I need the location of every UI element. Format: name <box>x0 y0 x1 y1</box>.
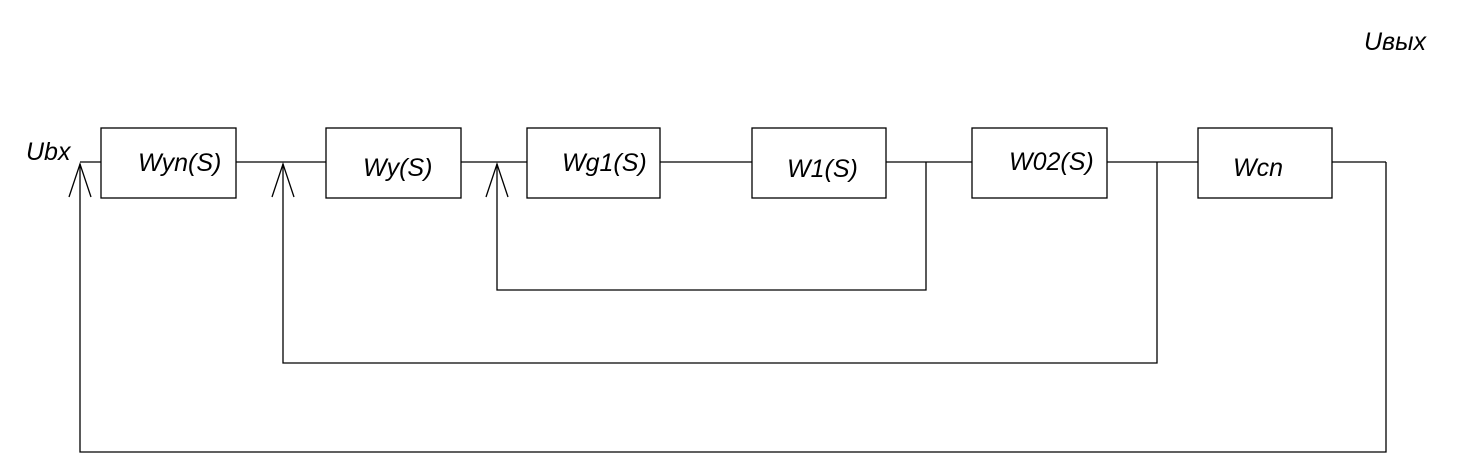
arrow-up-icon <box>68 161 92 198</box>
block-w02: W02(S) <box>971 127 1108 199</box>
block-box <box>751 127 887 199</box>
block-label: Wyn(S) <box>138 149 221 177</box>
block-label: Wy(S) <box>363 154 432 182</box>
block-wy: Wy(S) <box>325 127 462 199</box>
inner-feedback-loop <box>496 162 927 291</box>
arrow-up-icon <box>271 161 295 198</box>
arrow-up-icon <box>485 161 509 198</box>
block-wcn: Wcn <box>1197 127 1333 199</box>
block-box <box>325 127 462 199</box>
block-wg1: Wg1(S) <box>526 127 661 199</box>
block-label: W02(S) <box>1009 148 1094 176</box>
block-label: W1(S) <box>787 155 858 183</box>
block-box <box>100 127 237 199</box>
block-box <box>526 127 661 199</box>
outer-feedback-loop <box>79 162 1387 453</box>
input-signal-label: Ubx <box>26 138 72 166</box>
block-box <box>971 127 1108 199</box>
block-w1: W1(S) <box>751 127 887 199</box>
middle-feedback-loop <box>282 162 1158 364</box>
block-label: Wcn <box>1233 154 1283 182</box>
block-box <box>1197 127 1333 199</box>
output-signal-label: Uвых <box>1364 28 1427 56</box>
block-label: Wg1(S) <box>562 149 647 177</box>
block-wyn: Wyn(S) <box>100 127 237 199</box>
